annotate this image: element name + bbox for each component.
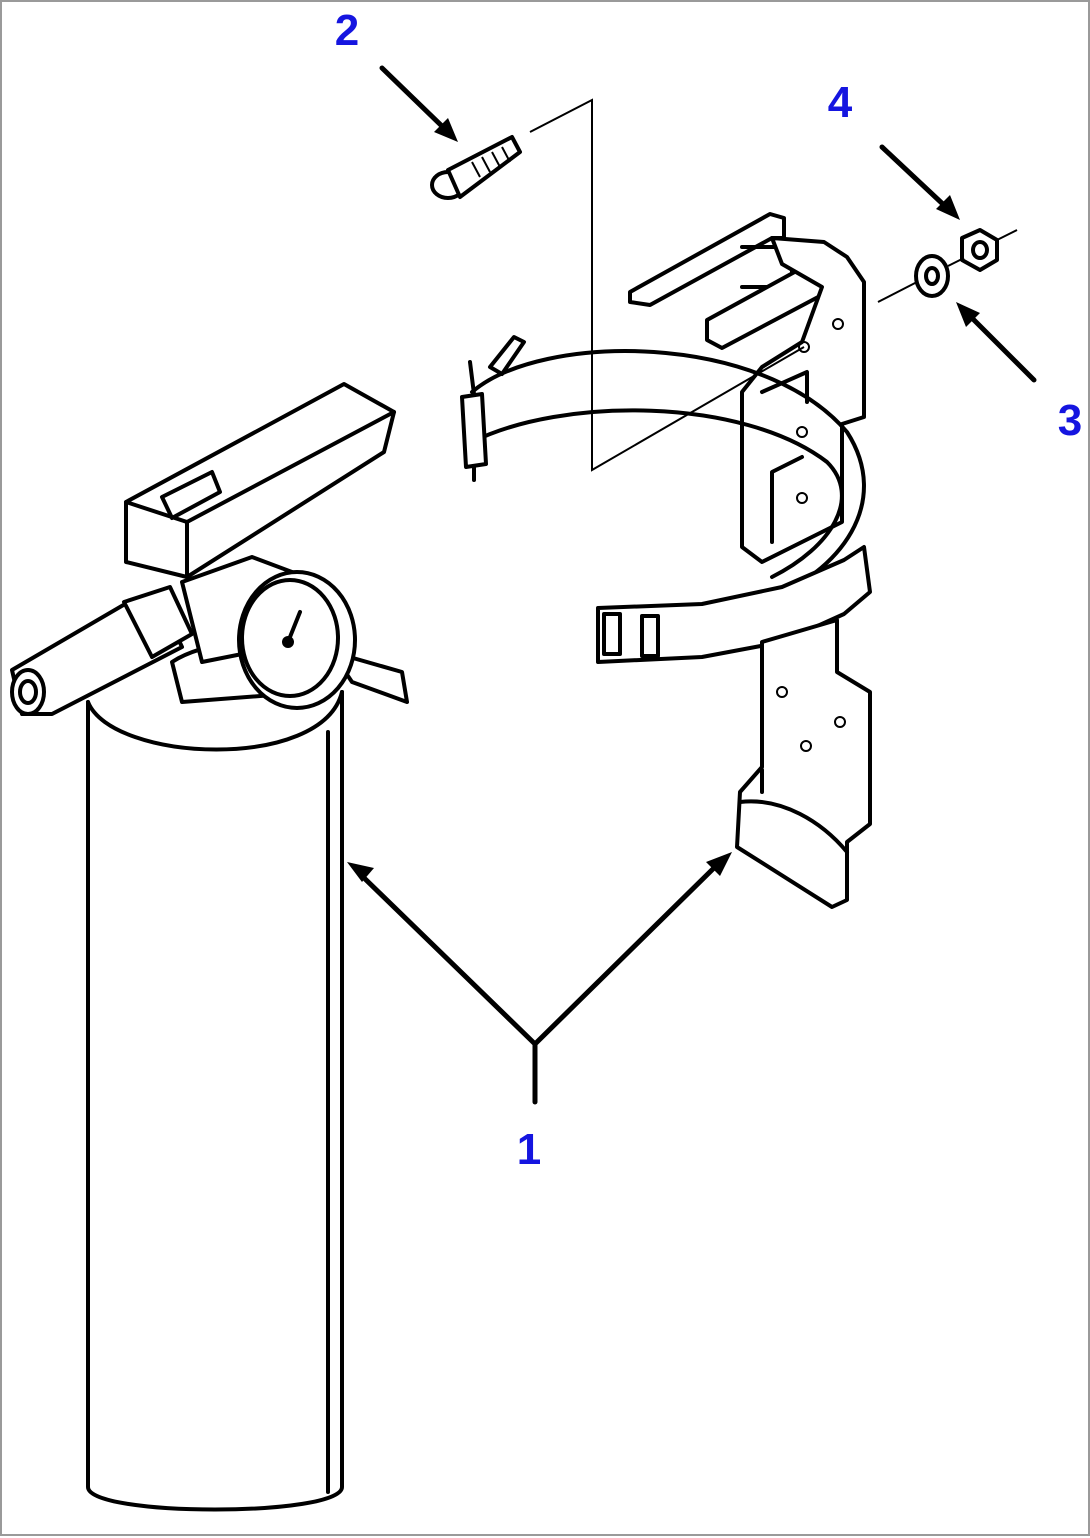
bolt <box>430 135 522 200</box>
callout-2: 2 <box>335 6 359 55</box>
washer <box>914 254 950 298</box>
leader-arrow-4 <box>879 144 960 220</box>
callout-3: 3 <box>1058 396 1082 445</box>
fire-extinguisher <box>10 382 409 1512</box>
nut <box>960 228 999 272</box>
callout-4: 4 <box>828 78 853 127</box>
callout-1: 1 <box>517 1125 541 1174</box>
extinguisher-bracket <box>460 212 872 909</box>
assembly-center-lines <box>529 98 1018 472</box>
leader-arrow-3 <box>956 302 1037 383</box>
leader-arrow-1 <box>347 852 732 1105</box>
leader-arrow-2 <box>379 65 458 142</box>
